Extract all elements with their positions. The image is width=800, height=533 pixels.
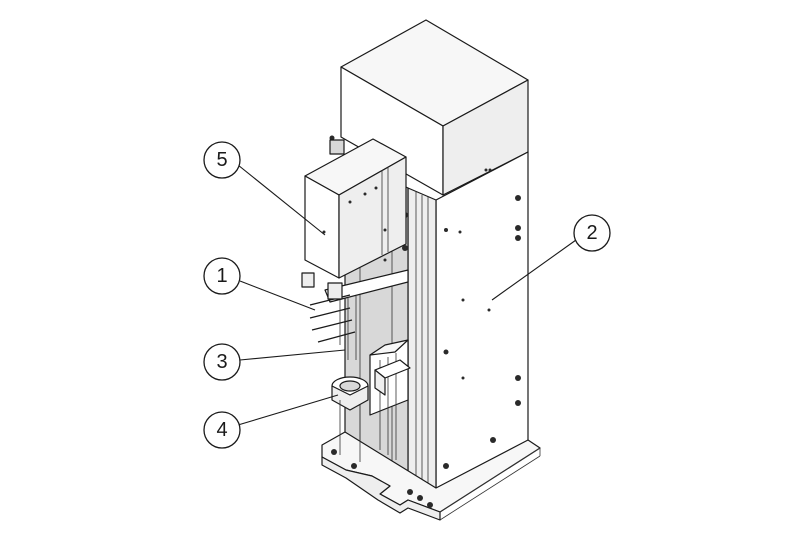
callout-4: 4 <box>203 411 241 449</box>
callout-5-label: 5 <box>216 149 227 171</box>
leader-lines <box>237 164 577 426</box>
lower-mechanism <box>331 339 411 462</box>
leader-3 <box>239 349 346 361</box>
callout-3: 3 <box>203 343 241 381</box>
arm-rods <box>301 269 409 360</box>
callout-3-label: 3 <box>216 351 227 373</box>
callout-5: 5 <box>203 141 241 179</box>
leader-2 <box>491 239 577 301</box>
callout-2: 2 <box>573 214 611 252</box>
leader-1 <box>239 280 316 311</box>
callout-2-label: 2 <box>586 222 597 244</box>
top-housing <box>340 19 529 196</box>
callout-1-label: 1 <box>216 265 227 287</box>
controller-box <box>304 138 407 279</box>
leader-5 <box>237 164 326 236</box>
leader-4 <box>237 394 339 426</box>
base-plate <box>321 431 541 521</box>
callout-1: 1 <box>203 257 241 295</box>
callout-4-label: 4 <box>216 419 227 441</box>
